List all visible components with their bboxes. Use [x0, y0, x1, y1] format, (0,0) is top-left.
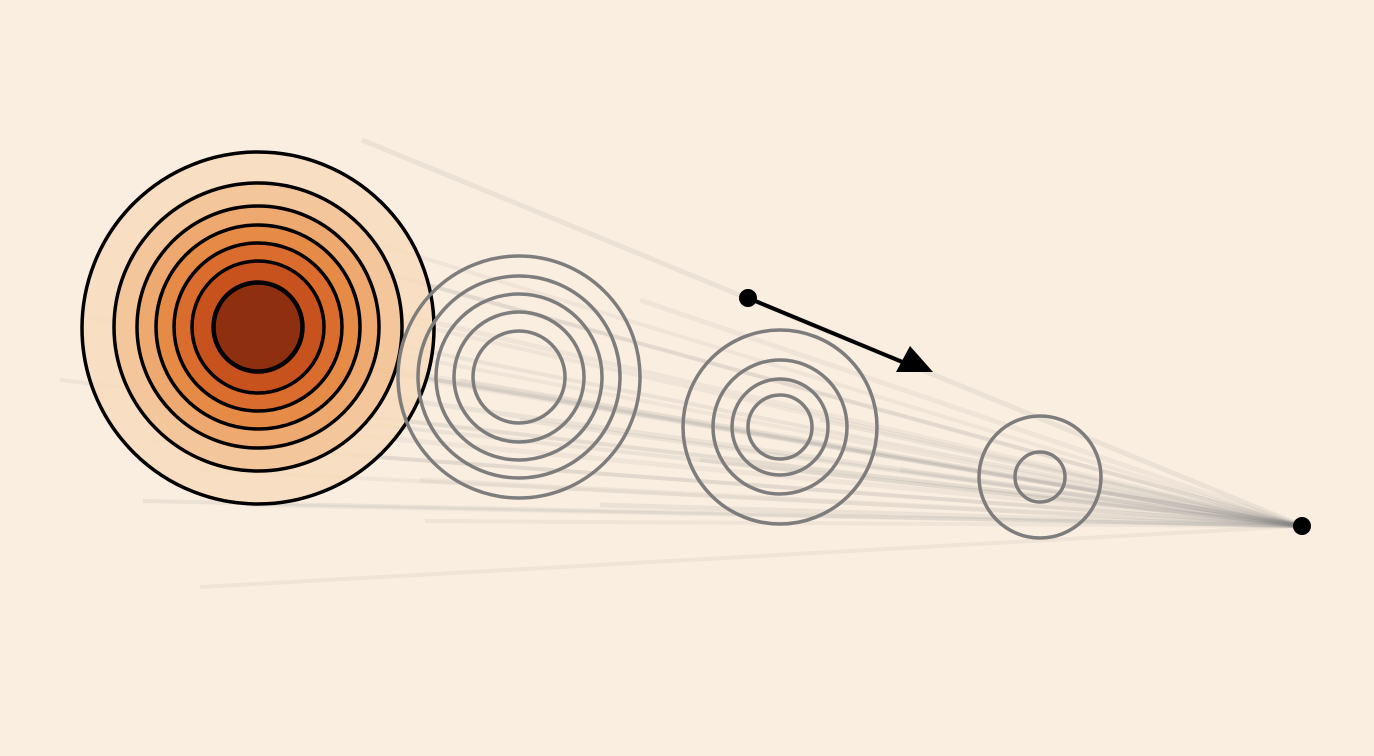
ray-line — [249, 503, 1303, 528]
ray-line — [299, 248, 1303, 528]
ray-line — [519, 418, 1303, 528]
ray-line — [259, 348, 1303, 528]
ray-line — [299, 427, 1303, 529]
ray-line — [199, 468, 1303, 528]
ray-line — [142, 499, 1303, 528]
ghost-ring — [416, 274, 622, 480]
target-point — [1293, 517, 1311, 535]
arrow-head — [896, 346, 933, 372]
ghost-ring — [730, 377, 830, 477]
ghost-ring — [746, 393, 814, 461]
ghost-ring — [396, 254, 642, 500]
ray-line — [899, 468, 1303, 528]
ray-line — [349, 453, 1303, 528]
ghost-ring — [452, 310, 586, 444]
ray-line — [639, 297, 1303, 529]
ray-line — [249, 203, 1303, 528]
ghost-ring — [681, 328, 879, 526]
ghost-ring — [711, 358, 849, 496]
ghost-distribution-3 — [977, 414, 1103, 540]
ray-line — [819, 418, 1303, 528]
ghost-ring — [1013, 450, 1067, 504]
ghost-distribution-1 — [396, 254, 642, 500]
ghost-ring — [977, 414, 1103, 540]
ray-line — [424, 519, 1303, 528]
ray-line — [239, 408, 1303, 528]
arrow-shaft — [747, 296, 913, 368]
ghost-ring — [434, 292, 604, 462]
arrow-tail-dot — [739, 289, 757, 307]
direction-arrow — [739, 289, 933, 372]
ray-line — [459, 378, 1303, 528]
filled-ring-core — [212, 281, 304, 373]
ghost-ring — [471, 329, 567, 425]
ghost-distribution-2 — [681, 328, 879, 526]
ray-line — [199, 524, 1303, 589]
ray-line — [599, 502, 1303, 529]
filled-distribution — [80, 150, 436, 506]
